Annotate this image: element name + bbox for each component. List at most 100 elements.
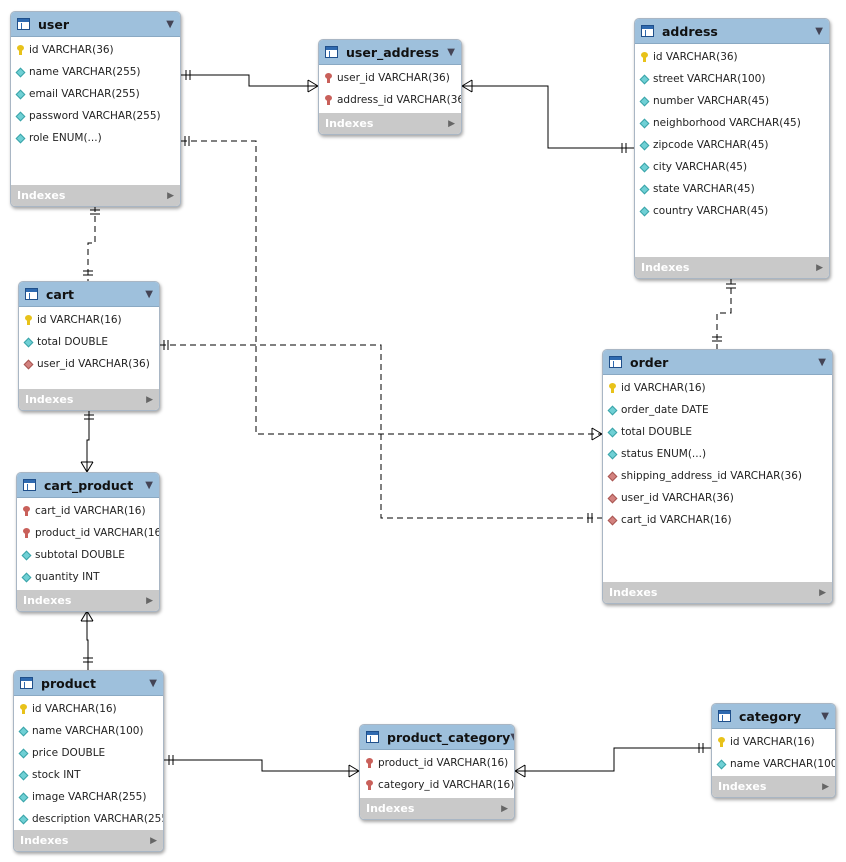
- indexes-section[interactable]: Indexes▶: [712, 776, 835, 797]
- column-row[interactable]: order_date DATE: [603, 399, 832, 421]
- column-row[interactable]: neighborhood VARCHAR(45): [635, 112, 829, 134]
- expand-arrow-icon[interactable]: ▶: [822, 781, 829, 792]
- column-icon: [639, 74, 650, 84]
- column-row[interactable]: role ENUM(...): [11, 127, 180, 149]
- collapse-arrow-icon[interactable]: ▼: [447, 46, 455, 58]
- table-user[interactable]: user▼id VARCHAR(36)name VARCHAR(255)emai…: [10, 11, 181, 207]
- column-label: address_id VARCHAR(36): [337, 94, 462, 106]
- column-list: id VARCHAR(16)name VARCHAR(100): [712, 729, 835, 776]
- column-label: id VARCHAR(36): [653, 51, 738, 63]
- column-list: id VARCHAR(36)name VARCHAR(255)email VAR…: [11, 37, 180, 185]
- column-row[interactable]: street VARCHAR(100): [635, 68, 829, 90]
- expand-arrow-icon[interactable]: ▶: [816, 262, 823, 273]
- column-row[interactable]: id VARCHAR(16): [603, 377, 832, 399]
- column-row[interactable]: zipcode VARCHAR(45): [635, 134, 829, 156]
- table-address[interactable]: address▼ id VARCHAR(36) street VARCHAR(100…: [634, 18, 830, 279]
- expand-arrow-icon[interactable]: ▶: [150, 835, 157, 846]
- column-row[interactable]: cart_id VARCHAR(16): [603, 509, 832, 531]
- column-row[interactable]: description VARCHAR(255): [14, 808, 163, 830]
- column-row[interactable]: state VARCHAR(45): [635, 178, 829, 200]
- table-name: product_category: [387, 729, 511, 745]
- collapse-arrow-icon[interactable]: ▼: [821, 710, 829, 722]
- column-row[interactable]: city VARCHAR(45): [635, 156, 829, 178]
- column-row[interactable]: subtotal DOUBLE: [17, 544, 159, 566]
- indexes-section[interactable]: Indexes▶: [19, 389, 159, 410]
- table-header[interactable]: product_category▼: [360, 725, 514, 750]
- collapse-arrow-icon[interactable]: ▼: [815, 25, 823, 37]
- column-row[interactable]: quantity INT: [17, 566, 159, 588]
- expand-arrow-icon[interactable]: ▶: [448, 118, 455, 129]
- primary-foreign-key-icon: [22, 506, 31, 516]
- column-row[interactable]: name VARCHAR(100): [712, 753, 835, 775]
- indexes-section[interactable]: Indexes▶: [603, 582, 832, 603]
- table-header[interactable]: category▼: [712, 704, 835, 729]
- table-cart-product[interactable]: cart_product▼cart_id VARCHAR(16)product_…: [16, 472, 160, 612]
- indexes-section[interactable]: Indexes▶: [17, 590, 159, 611]
- column-icon: [18, 770, 29, 780]
- table-header[interactable]: user_address▼: [319, 40, 461, 65]
- column-row[interactable]: name VARCHAR(100): [14, 720, 163, 742]
- indexes-section[interactable]: Indexes▶: [360, 798, 514, 819]
- collapse-arrow-icon[interactable]: ▼: [145, 479, 153, 491]
- table-header[interactable]: cart_product▼: [17, 473, 159, 498]
- column-row[interactable]: user_id VARCHAR(36): [603, 487, 832, 509]
- column-row[interactable]: image VARCHAR(255): [14, 786, 163, 808]
- indexes-label: Indexes: [17, 189, 66, 202]
- table-category[interactable]: category▼id VARCHAR(16)name VARCHAR(100)…: [711, 703, 836, 798]
- collapse-arrow-icon[interactable]: ▼: [166, 18, 174, 30]
- expand-arrow-icon[interactable]: ▶: [819, 587, 826, 598]
- indexes-section[interactable]: Indexes▶: [14, 830, 163, 851]
- primary-key-icon: [608, 383, 617, 393]
- table-header[interactable]: order▼: [603, 350, 832, 375]
- collapse-arrow-icon[interactable]: ▼: [149, 677, 157, 689]
- column-row[interactable]: stock INT: [14, 764, 163, 786]
- column-row[interactable]: product_id VARCHAR(16): [17, 522, 159, 544]
- table-user-address[interactable]: user_address▼user_id VARCHAR(36) address_…: [318, 39, 462, 135]
- column-row[interactable]: id VARCHAR(16): [19, 309, 159, 331]
- table-header[interactable]: user▼: [11, 12, 180, 37]
- column-row[interactable]: id VARCHAR(16): [14, 698, 163, 720]
- column-row[interactable]: id VARCHAR(36): [635, 46, 829, 68]
- collapse-arrow-icon[interactable]: ▼: [510, 732, 514, 743]
- column-row[interactable]: password VARCHAR(255): [11, 105, 180, 127]
- column-row[interactable]: price DOUBLE: [14, 742, 163, 764]
- table-header[interactable]: product▼: [14, 671, 163, 696]
- expand-arrow-icon[interactable]: ▶: [501, 803, 508, 814]
- column-row[interactable]: id VARCHAR(36): [11, 39, 180, 61]
- indexes-section[interactable]: Indexes▶: [635, 257, 829, 278]
- column-row[interactable]: address_id VARCHAR(36): [319, 89, 461, 111]
- column-list: cart_id VARCHAR(16)product_id VARCHAR(16…: [17, 498, 159, 590]
- column-row[interactable]: total DOUBLE: [19, 331, 159, 353]
- collapse-arrow-icon[interactable]: ▼: [145, 288, 153, 300]
- column-row[interactable]: shipping_address_id VARCHAR(36): [603, 465, 832, 487]
- column-row[interactable]: status ENUM(...): [603, 443, 832, 465]
- column-row[interactable]: id VARCHAR(16): [712, 731, 835, 753]
- table-header[interactable]: address▼: [635, 19, 829, 44]
- expand-arrow-icon[interactable]: ▶: [146, 394, 153, 405]
- column-row[interactable]: user_id VARCHAR(36): [319, 67, 461, 89]
- expand-arrow-icon[interactable]: ▶: [167, 190, 174, 201]
- indexes-section[interactable]: Indexes ▶: [11, 185, 180, 206]
- column-row[interactable]: number VARCHAR(45): [635, 90, 829, 112]
- table-header[interactable]: cart▼: [19, 282, 159, 307]
- column-row[interactable]: user_id VARCHAR(36): [19, 353, 159, 375]
- column-row[interactable]: cart_id VARCHAR(16): [17, 500, 159, 522]
- column-row[interactable]: category_id VARCHAR(16): [360, 774, 514, 796]
- column-row[interactable]: email VARCHAR(255): [11, 83, 180, 105]
- table-icon: [20, 677, 33, 689]
- collapse-arrow-icon[interactable]: ▼: [818, 356, 826, 368]
- indexes-section[interactable]: Indexes▶: [319, 113, 461, 134]
- column-row[interactable]: name VARCHAR(255): [11, 61, 180, 83]
- rel-user-cart: [87, 206, 96, 281]
- table-product-category[interactable]: product_category▼product_id VARCHAR(16)c…: [359, 724, 515, 820]
- table-icon: [17, 18, 30, 30]
- column-row[interactable]: total DOUBLE: [603, 421, 832, 443]
- table-product[interactable]: product▼id VARCHAR(16)name VARCHAR(100)p…: [13, 670, 164, 852]
- expand-arrow-icon[interactable]: ▶: [146, 595, 153, 606]
- column-row[interactable]: product_id VARCHAR(16): [360, 752, 514, 774]
- table-icon: [718, 710, 731, 722]
- rel-product-product-category: [164, 759, 359, 772]
- column-row[interactable]: country VARCHAR(45): [635, 200, 829, 222]
